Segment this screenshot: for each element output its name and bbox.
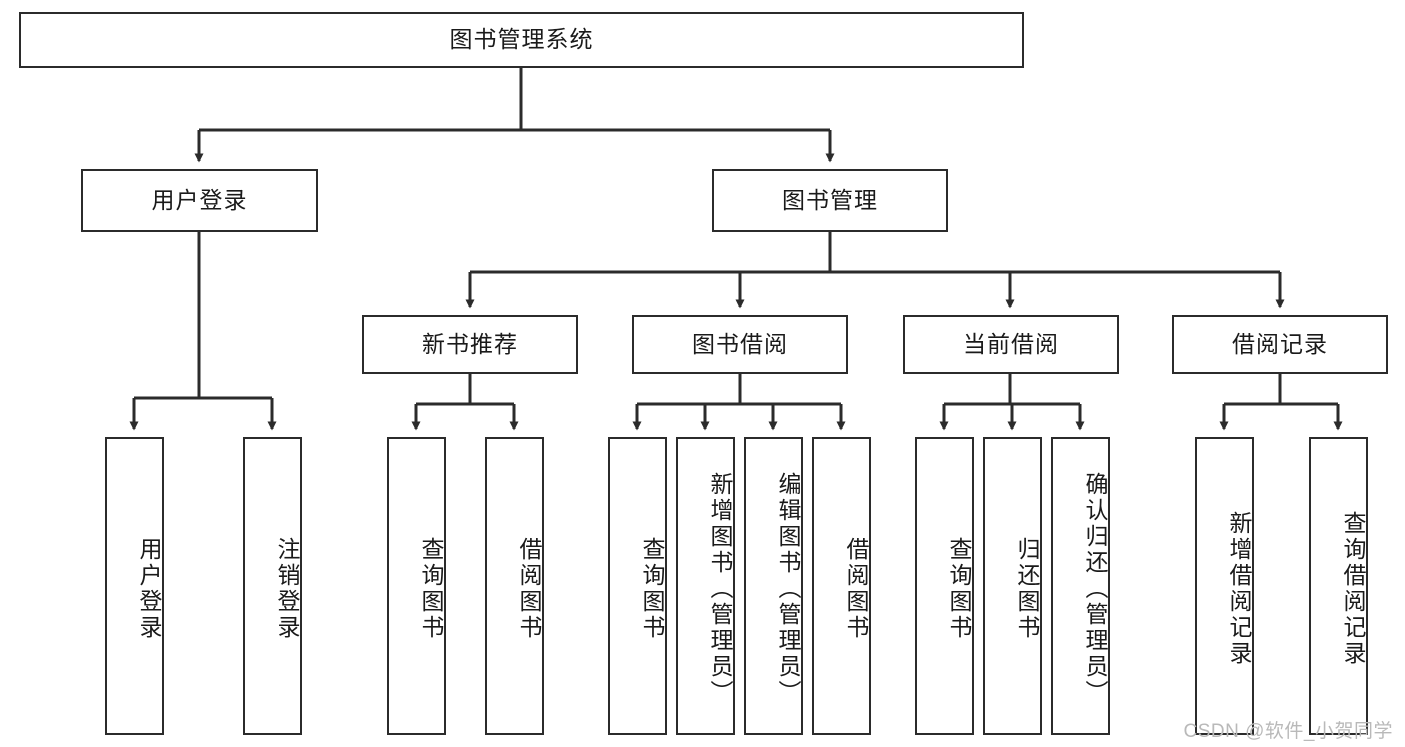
node-leaf-borrow-book-1[interactable]: 借阅图书 (485, 437, 544, 735)
node-label: 用户登录 (136, 537, 162, 641)
node-label: 借阅记录 (1232, 330, 1328, 357)
node-leaf-return-book[interactable]: 归还图书 (983, 437, 1042, 735)
node-label: 借阅图书 (843, 537, 869, 641)
node-label: 查询图书 (946, 537, 972, 641)
node-label: 借阅图书 (516, 537, 542, 641)
node-label: 图书借阅 (692, 330, 788, 357)
node-current-borrow[interactable]: 当前借阅 (903, 315, 1119, 374)
node-leaf-add-record[interactable]: 新增借阅记录 (1195, 437, 1254, 735)
node-label: 图书管理系统 (449, 26, 594, 53)
node-label: 新书推荐 (422, 330, 518, 357)
node-label: 新增图书（管理员） (707, 472, 733, 706)
node-label: 新增借阅记录 (1226, 511, 1252, 667)
node-book-management-system[interactable]: 图书管理系统 (19, 12, 1024, 68)
node-label: 编辑图书（管理员） (775, 472, 801, 706)
node-leaf-query-book-3[interactable]: 查询图书 (915, 437, 974, 735)
node-leaf-borrow-book-2[interactable]: 借阅图书 (812, 437, 871, 735)
node-label: 查询借阅记录 (1340, 511, 1366, 667)
node-leaf-logout-login[interactable]: 注销登录 (243, 437, 302, 735)
node-label: 注销登录 (274, 537, 300, 641)
node-new-book-recommend[interactable]: 新书推荐 (362, 315, 578, 374)
node-label: 查询图书 (418, 537, 444, 641)
node-label: 查询图书 (639, 537, 665, 641)
node-user-login[interactable]: 用户登录 (81, 169, 318, 232)
node-book-management[interactable]: 图书管理 (712, 169, 948, 232)
node-leaf-query-record[interactable]: 查询借阅记录 (1309, 437, 1368, 735)
node-leaf-confirm-return[interactable]: 确认归还（管理员） (1051, 437, 1110, 735)
node-book-borrow[interactable]: 图书借阅 (632, 315, 848, 374)
node-leaf-edit-book[interactable]: 编辑图书（管理员） (744, 437, 803, 735)
csdn-watermark: CSDN @软件_小贺同学 (1183, 721, 1393, 742)
node-label: 当前借阅 (963, 330, 1059, 357)
node-label: 用户登录 (151, 186, 248, 213)
node-leaf-query-book-1[interactable]: 查询图书 (387, 437, 446, 735)
node-label: 归还图书 (1014, 537, 1040, 641)
node-leaf-query-book-2[interactable]: 查询图书 (608, 437, 667, 735)
node-leaf-add-book[interactable]: 新增图书（管理员） (676, 437, 735, 735)
node-borrow-record[interactable]: 借阅记录 (1172, 315, 1388, 374)
node-label: 图书管理 (782, 186, 878, 213)
node-leaf-user-login[interactable]: 用户登录 (105, 437, 164, 735)
node-label: 确认归还（管理员） (1082, 472, 1108, 706)
